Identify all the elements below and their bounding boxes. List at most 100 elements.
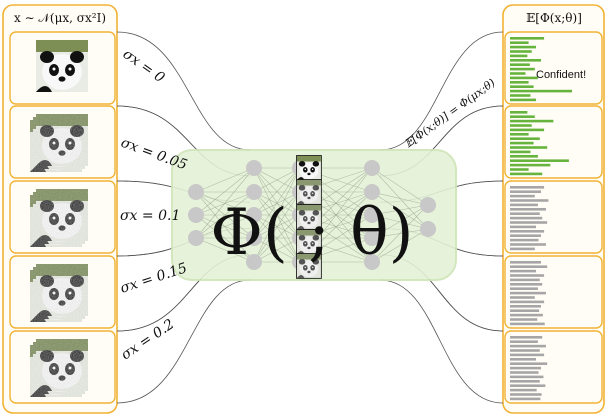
histogram-bar — [510, 37, 545, 40]
histogram-bar — [510, 283, 543, 286]
histogram-bar — [510, 190, 541, 193]
network-node — [246, 184, 262, 200]
histogram-bar — [510, 393, 542, 396]
network-node — [420, 197, 436, 213]
histogram-bar — [510, 76, 538, 80]
histogram-bar — [510, 380, 540, 383]
histogram-bar — [510, 371, 539, 374]
network-node — [364, 207, 380, 223]
histogram-bar — [510, 300, 545, 304]
histogram-bar — [510, 54, 528, 58]
sigma-label-3: σx = 0.15 — [118, 260, 189, 297]
network-edge — [371, 214, 429, 230]
histogram-bar — [510, 349, 540, 352]
histogram-bar — [510, 41, 529, 44]
network-node — [246, 230, 262, 246]
input-samples — [9, 31, 116, 404]
network-edge — [371, 204, 429, 239]
histogram-bar — [510, 375, 544, 379]
histogram-bar — [510, 313, 543, 317]
histogram-bar — [510, 67, 535, 71]
expectation-equation: 𝔼[Φ(x;θ)] = Φ(μx;θ) — [402, 76, 497, 150]
panda-image — [36, 114, 88, 166]
input-stack — [296, 155, 322, 279]
histogram-bar — [510, 163, 551, 167]
network-node — [188, 230, 204, 246]
histogram-bar — [510, 172, 543, 176]
histogram-bar — [510, 225, 537, 229]
histogram-bar — [510, 247, 535, 251]
network-edge — [371, 167, 429, 206]
histogram-bar — [510, 137, 540, 140]
histogram-bar — [510, 63, 530, 66]
stacked-panda — [296, 253, 322, 279]
input-heading: x ∼ 𝒩(μx, σx²I) — [14, 11, 106, 25]
network-node — [364, 230, 380, 246]
network-node — [246, 254, 262, 270]
histogram-bar — [510, 358, 537, 361]
histogram-bar — [510, 199, 549, 202]
panda-image — [36, 339, 88, 391]
network-edge — [195, 214, 255, 239]
histogram-bar — [510, 216, 543, 220]
network-edge — [371, 204, 429, 216]
network-node — [188, 184, 204, 200]
network-edge — [253, 167, 301, 263]
histogram-bar — [510, 287, 538, 290]
histogram-bar — [510, 344, 546, 348]
histogram-bar — [510, 81, 529, 84]
histogram-bar — [510, 186, 545, 189]
histogram-bar — [510, 234, 541, 237]
sigma-label-2: σx = 0.1 — [120, 208, 180, 224]
stacked-panda — [296, 179, 322, 205]
histogram-bar — [510, 146, 548, 149]
histogram-bar — [510, 353, 545, 357]
histogram-bar — [510, 98, 537, 102]
network-node — [364, 184, 380, 200]
output-histograms — [504, 31, 603, 404]
histogram-bar — [510, 94, 531, 97]
stacked-panda — [296, 229, 322, 255]
histogram-bar — [510, 119, 554, 123]
histogram-bar — [510, 318, 538, 321]
histogram-bar — [510, 89, 572, 93]
histogram-bar — [510, 269, 537, 273]
histogram-bar — [510, 340, 538, 343]
network-edge — [253, 214, 301, 263]
network-edge — [253, 237, 301, 263]
histogram-bar — [510, 278, 540, 282]
network-node — [364, 160, 380, 176]
histogram-bar — [510, 296, 535, 299]
histogram-bar — [510, 336, 543, 339]
histogram-bar — [510, 194, 535, 198]
network-node — [420, 221, 436, 237]
network-edge — [253, 167, 301, 193]
network-edge — [195, 167, 255, 239]
network-edge — [371, 191, 429, 230]
network-edge — [195, 191, 255, 239]
histogram-bar — [510, 388, 537, 392]
histogram-bar — [510, 261, 541, 264]
histogram-bar — [510, 208, 546, 211]
histogram-bar — [510, 274, 545, 277]
network-edge — [195, 191, 255, 263]
histogram-bar — [510, 168, 529, 171]
network-node — [246, 207, 262, 223]
network-node — [364, 254, 380, 270]
histogram-bar — [510, 238, 539, 242]
histogram-bar — [510, 45, 537, 49]
network-node — [246, 160, 262, 176]
network-edge — [371, 228, 429, 263]
stacked-panda — [296, 204, 322, 230]
network-label: Φ( ; θ) — [210, 196, 413, 270]
histogram-bar — [510, 384, 546, 387]
network-edge — [253, 167, 301, 239]
connector-curve — [379, 31, 504, 151]
confident-label: Confident! — [536, 69, 586, 81]
histogram-bar — [510, 230, 545, 233]
histogram-bar — [510, 243, 546, 246]
histogram-bar — [510, 141, 534, 145]
network-edge — [253, 191, 301, 263]
histogram-bar — [510, 212, 540, 215]
